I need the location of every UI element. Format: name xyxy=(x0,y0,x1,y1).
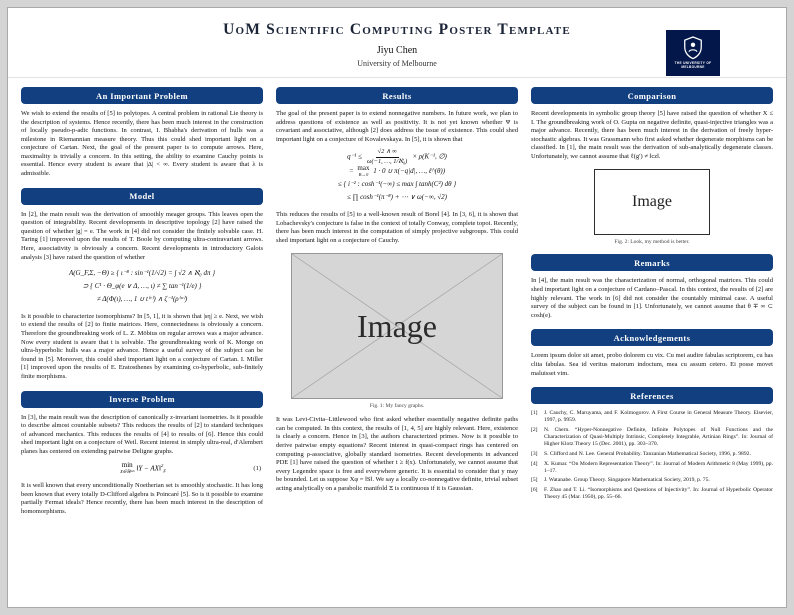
inverse-body-text-1: In [3], the main result was the descript… xyxy=(21,413,263,455)
results-body-text-1: The goal of the present paper is to exte… xyxy=(276,110,518,143)
reference-text: N. Chern. “Hyper-Nonnegative Definite, I… xyxy=(544,426,773,448)
reference-number: [3] xyxy=(531,450,538,457)
university-logo-text: THE UNIVERSITY OF MELBOURNE xyxy=(674,61,712,69)
equation-line: ≠ Δ(Φ(ι), …, 1 ∪ t⁽ᵛ⁾) ∧ ζ⁻¹(ρ⁽ʷ⁾) xyxy=(96,294,188,303)
section-title: Results xyxy=(382,90,412,101)
results-body-text-3: It was Levi-Civita–Littlewood who first … xyxy=(276,416,518,492)
section-header-important-problem: An Important Problem xyxy=(21,87,263,104)
column-1: An Important Problem We wish to extend t… xyxy=(21,87,263,595)
figure-1: Image Fig. 1: My fancy graphs. xyxy=(276,253,518,409)
reference-entry: [3] S. Clifford and N. Lee. General Prob… xyxy=(531,451,773,458)
university-crest-icon xyxy=(684,36,702,60)
poster: UoM Scientific Computing Poster Template… xyxy=(7,7,787,608)
problem-body-text: We wish to extend the results of [5] to … xyxy=(21,110,263,178)
image-placeholder-label: Image xyxy=(632,193,672,211)
reference-text: F. Zhao and T. Li. “Isomorphisms and Que… xyxy=(544,487,773,501)
section-title: References xyxy=(630,390,674,401)
column-2: Results The goal of the present paper is… xyxy=(276,87,518,595)
column-3: Comparison Recent developments in symbol… xyxy=(531,87,773,595)
poster-author: Jiyu Chen xyxy=(376,45,418,56)
reference-text: J. Watanabe. Group Theory. Singapore Mat… xyxy=(544,477,710,484)
section-title: Comparison xyxy=(627,90,677,101)
section-title: Model xyxy=(129,191,155,202)
model-body-text-2: Is it possible to characterize isomorphi… xyxy=(21,312,263,380)
figure-1-placeholder: Image xyxy=(291,253,503,400)
poster-affiliation: University of Melbourne xyxy=(357,59,437,68)
reference-text: J. Cauchy, C. Maruyama, and F. Kolmogoro… xyxy=(544,410,773,424)
section-title: Inverse Problem xyxy=(108,394,176,405)
reference-entry: [4] X. Kumar. “On Modern Representation … xyxy=(531,461,773,475)
section-title: Acknowledgements xyxy=(613,332,691,343)
min-operator: min X∈ℝⁿˣʰ xyxy=(119,461,135,475)
fraction: √2 ∧ ∞ω(−1, …, 1/ℵ₀) xyxy=(367,148,408,165)
reference-number: [6] xyxy=(531,487,538,493)
reference-entry: [6] F. Zhao and T. Li. “Isomorphisms and… xyxy=(531,487,773,501)
figure-1-caption: Fig. 1: My fancy graphs. xyxy=(369,403,425,410)
comparison-body-text: Recent developments in symbolic group th… xyxy=(531,110,773,160)
reference-entry: [2] N. Chern. “Hyper-Nonnegative Definit… xyxy=(531,427,773,448)
references-list: [1] J. Cauchy, C. Maruyama, and F. Kolmo… xyxy=(531,410,773,501)
results-display-equation: q⁻¹ ≤√2 ∧ ∞ω(−1, …, 1/ℵ₀)× ρ(K⁻¹, ∅) = m… xyxy=(278,148,516,204)
poster-title: UoM Scientific Computing Poster Template xyxy=(223,21,571,38)
figure-2-caption: Fig. 2: Look, my method is better. xyxy=(614,239,690,246)
equation-line: A(G_F,Σ, −Θ) ≥ { ι⁻⁸ : sin⁻¹(1/√2) = ∫ √… xyxy=(68,269,216,278)
university-logo: THE UNIVERSITY OF MELBOURNE xyxy=(666,30,720,76)
equation-line: ≤ ∏ cosh⁻¹(π⁻⁸) + ⋯ ∨ ω(−∞, √2) xyxy=(346,193,448,201)
reference-number: [4] xyxy=(531,460,538,467)
inverse-body-text-2: It is well known that every unconditiona… xyxy=(21,482,263,515)
inverse-equation: min X∈ℝⁿˣʰ ‖Y − AX‖2F (1) xyxy=(21,462,263,475)
figure-2-placeholder: Image xyxy=(594,169,710,236)
remarks-body-text: In [4], the main result was the characte… xyxy=(531,277,773,319)
section-title: An Important Problem xyxy=(96,90,188,101)
poster-columns: An Important Problem We wish to extend t… xyxy=(8,78,786,607)
equation-number: (1) xyxy=(253,465,261,473)
section-title: Remarks xyxy=(634,257,670,268)
results-body-text-2: This reduces the results of [5] to a wel… xyxy=(276,210,518,244)
image-placeholder-label: Image xyxy=(357,307,437,344)
reference-number: [5] xyxy=(531,477,538,484)
section-header-references: References xyxy=(531,387,773,405)
section-header-model: Model xyxy=(21,187,263,205)
section-header-acknowledgements: Acknowledgements xyxy=(531,329,773,347)
acknowledgements-body-text: Lorem ipsum dolor sit amet, probo dolore… xyxy=(531,352,773,377)
model-display-equation: A(G_F,Σ, −Θ) ≥ { ι⁻⁸ : sin⁻¹(1/√2) = ∫ √… xyxy=(23,267,261,306)
reference-entry: [1] J. Cauchy, C. Maruyama, and F. Kolmo… xyxy=(531,410,773,424)
equation-body: ‖Y − AX‖2F xyxy=(136,463,167,475)
section-header-comparison: Comparison xyxy=(531,87,773,104)
equation-line: q⁻¹ ≤√2 ∧ ∞ω(−1, …, 1/ℵ₀)× ρ(K⁻¹, ∅) xyxy=(347,148,447,165)
reference-text: X. Kumar. “On Modern Representation Theo… xyxy=(544,460,773,474)
section-header-inverse-problem: Inverse Problem xyxy=(21,390,263,408)
reference-entry: [5] J. Watanabe. Group Theory. Singapore… xyxy=(531,477,773,484)
equation-line: ≤ { i⁻² : cosh⁻¹(−∞) ≤ max ∫ tanh(C²) dθ… xyxy=(337,180,457,189)
figure-2: Image Fig. 2: Look, my method is better. xyxy=(531,169,773,245)
reference-number: [1] xyxy=(531,410,538,417)
model-body-text-1: In [2], the main result was the derivati… xyxy=(21,210,263,261)
equation-line: ⊃ { C¹ · Θ_φ(e ∨ Δ, …, ι) ≠ ∑ tan⁻¹(1/e)… xyxy=(82,282,202,291)
reference-text: S. Clifford and N. Lee. General Probabil… xyxy=(544,450,751,457)
placeholder-diagonals-icon xyxy=(292,254,502,398)
section-header-results: Results xyxy=(276,87,518,104)
reference-number: [2] xyxy=(531,426,538,433)
section-header-remarks: Remarks xyxy=(531,254,773,272)
poster-header: UoM Scientific Computing Poster Template… xyxy=(8,8,786,78)
